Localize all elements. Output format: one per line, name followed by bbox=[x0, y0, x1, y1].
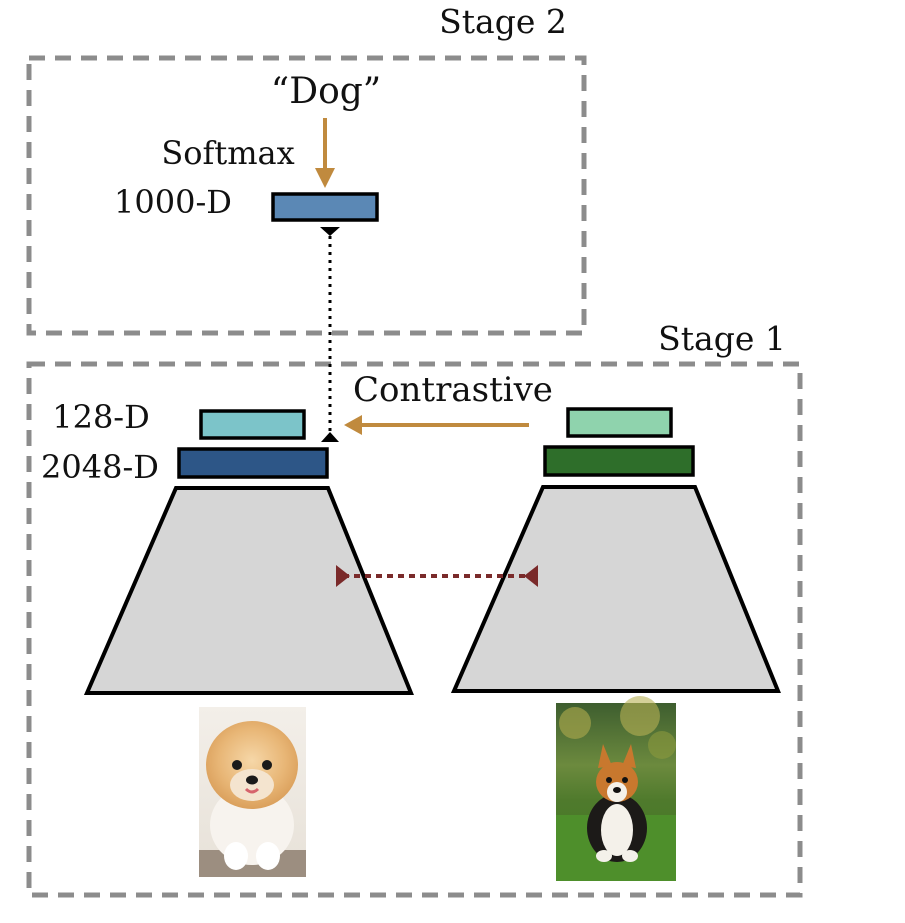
contrastive-label: Contrastive bbox=[353, 370, 553, 410]
left-2048d-block bbox=[177, 447, 329, 479]
shared-weights-left-head bbox=[336, 565, 350, 587]
softmax-label: Softmax bbox=[161, 134, 294, 172]
corgi-dog-photo bbox=[556, 696, 676, 881]
stage2-frame bbox=[26, 55, 587, 336]
dim-1000-label: 1000-D bbox=[114, 183, 232, 221]
softmax-arrowhead bbox=[315, 168, 335, 188]
pomeranian-dog-photo bbox=[199, 707, 306, 877]
contrastive-arrowhead bbox=[344, 415, 362, 435]
fc-1000d-block bbox=[271, 192, 379, 222]
dotted-link-top-head bbox=[320, 227, 340, 236]
right-128d-block bbox=[566, 407, 673, 438]
right-encoder-trapezoid bbox=[450, 485, 781, 693]
dim-128-label: 128-D bbox=[52, 398, 150, 436]
left-128d-block bbox=[199, 409, 306, 440]
class-label-dog: “Dog” bbox=[271, 71, 381, 112]
left-encoder-trapezoid bbox=[83, 486, 414, 695]
right-2048d-block bbox=[543, 445, 695, 477]
stage2-title: Stage 2 bbox=[439, 2, 567, 41]
dotted-link-bottom-head bbox=[321, 432, 339, 442]
stage1-title: Stage 1 bbox=[658, 319, 786, 358]
shared-weights-right-head bbox=[524, 565, 538, 587]
dim-2048-label: 2048-D bbox=[41, 448, 159, 486]
